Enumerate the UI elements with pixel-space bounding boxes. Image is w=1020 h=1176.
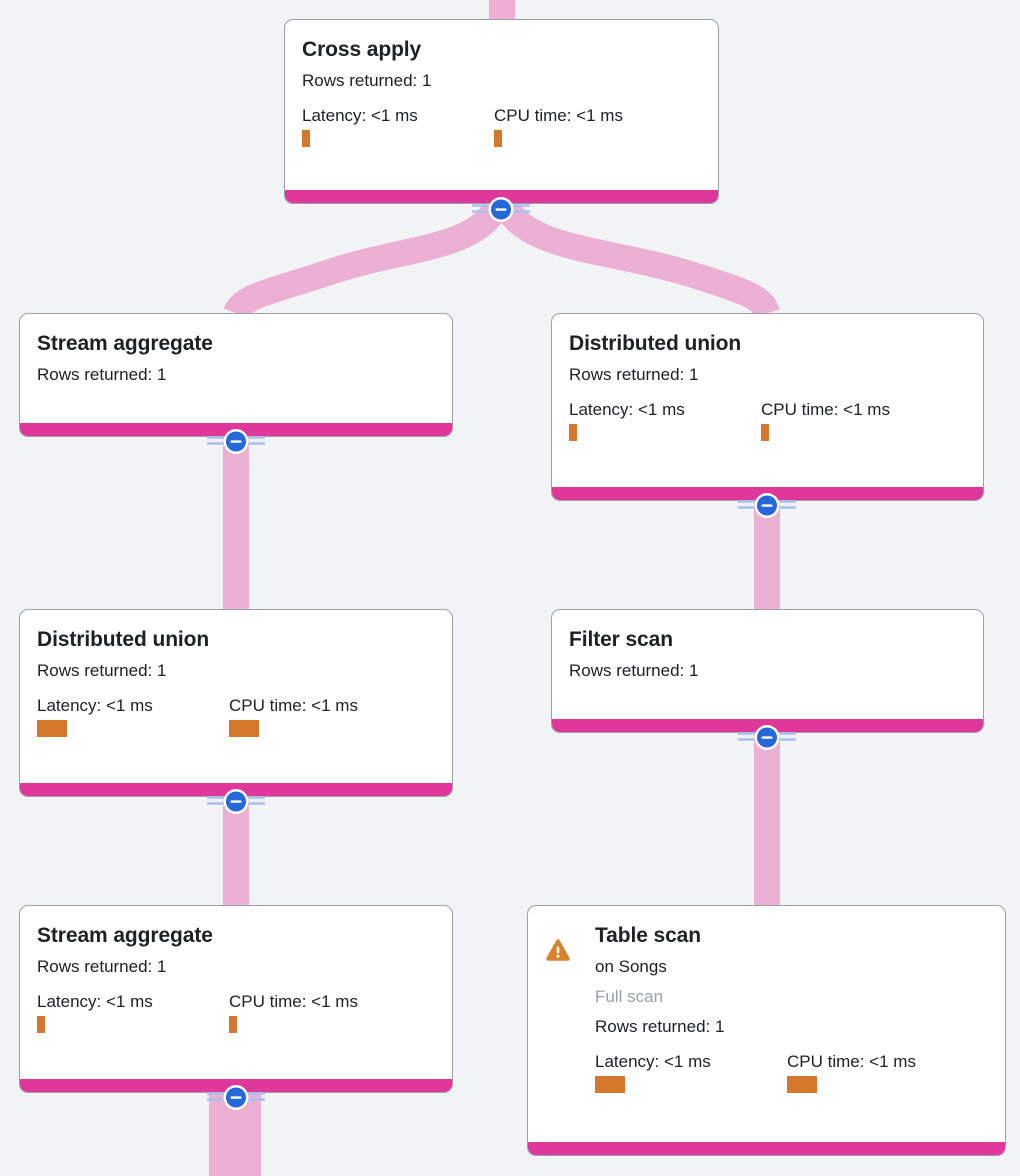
- plan-node-rows-returned: Rows returned: 1: [595, 1017, 725, 1036]
- plan-node-target: on Songs: [595, 957, 667, 976]
- plan-node-footer-bar: [528, 1142, 1005, 1155]
- plan-node-latency-metric-bar: [37, 720, 67, 737]
- plan-node-latency-metric: Latency: <1 ms: [37, 695, 229, 737]
- warning-triangle-icon: [546, 939, 570, 961]
- plan-node-rows-returned: Rows returned: 1: [37, 661, 167, 680]
- plan-node-title: Table scan: [595, 924, 701, 947]
- plan-node-title: Cross apply: [302, 38, 422, 61]
- edge-into-cross-apply: [489, 0, 515, 20]
- plan-node-latency-metric-bar: [595, 1076, 625, 1093]
- edge-stream-aggregate-top-to-distributed-union-left: [223, 437, 249, 610]
- plan-node-latency-metric-bar: [37, 1016, 45, 1033]
- plan-node-cpu-time-metric: CPU time: <1 ms: [787, 1051, 979, 1093]
- plan-node-footer-bar: [285, 190, 718, 203]
- plan-node-title: Stream aggregate: [37, 924, 213, 947]
- plan-node-latency-metric-label: Latency: <1 ms: [302, 106, 418, 125]
- plan-node-cpu-time-metric-label: CPU time: <1 ms: [787, 1052, 916, 1071]
- plan-node-latency-metric: Latency: <1 ms: [302, 105, 494, 147]
- plan-node-latency-metric-label: Latency: <1 ms: [595, 1052, 711, 1071]
- plan-node-title: Filter scan: [569, 628, 673, 651]
- plan-node-metrics: Latency: <1 ms CPU time: <1 ms: [569, 399, 966, 441]
- plan-node-latency-metric-label: Latency: <1 ms: [37, 696, 153, 715]
- collapse-distributed-union-right[interactable]: [736, 492, 798, 520]
- plan-node-cpu-time-metric: CPU time: <1 ms: [761, 399, 953, 441]
- plan-node-cpu-time-metric-bar: [761, 424, 769, 441]
- plan-node-title: Stream aggregate: [37, 332, 213, 355]
- plan-node-cpu-time-metric-bar: [229, 720, 259, 737]
- plan-node-scan-note: Full scan: [595, 987, 664, 1006]
- plan-node-metrics: Latency: <1 ms CPU time: <1 ms: [302, 105, 701, 147]
- collapse-distributed-union-left[interactable]: [205, 788, 267, 816]
- plan-node-cpu-time-metric-bar: [229, 1016, 237, 1033]
- plan-node-latency-metric-label: Latency: <1 ms: [37, 992, 153, 1011]
- plan-node-cpu-time-metric-bar: [494, 130, 502, 147]
- minus-circle-icon: [738, 725, 796, 750]
- plan-node-title: Distributed union: [569, 332, 742, 355]
- plan-node-title: Distributed union: [37, 628, 210, 651]
- edge-distributed-union-left-to-stream-aggregate-bottom: [223, 797, 249, 906]
- plan-node-latency-metric-bar: [302, 130, 310, 147]
- minus-circle-icon: [207, 429, 265, 454]
- plan-node-metrics: Latency: <1 ms CPU time: <1 ms: [595, 1051, 988, 1093]
- edge-cross-apply-to-distributed-union-right: [496, 202, 780, 318]
- minus-circle-icon: [207, 1085, 265, 1110]
- collapse-filter-scan[interactable]: [736, 724, 798, 752]
- plan-node-cpu-time-metric-label: CPU time: <1 ms: [761, 400, 890, 419]
- plan-node-latency-metric-bar: [569, 424, 577, 441]
- plan-node-latency-metric: Latency: <1 ms: [569, 399, 761, 441]
- edge-filter-scan-to-table-scan: [754, 733, 780, 906]
- plan-node-cpu-time-metric: CPU time: <1 ms: [229, 991, 421, 1033]
- plan-node-cpu-time-metric: CPU time: <1 ms: [494, 105, 686, 147]
- plan-node-cpu-time-metric-bar: [787, 1076, 817, 1093]
- plan-node-rows-returned: Rows returned: 1: [37, 365, 167, 384]
- minus-circle-icon: [207, 789, 265, 814]
- plan-node-metrics: Latency: <1 ms CPU time: <1 ms: [37, 991, 435, 1033]
- plan-node-warning-slot: [545, 922, 595, 962]
- plan-node-cpu-time-metric-label: CPU time: <1 ms: [229, 696, 358, 715]
- plan-node-cpu-time-metric: CPU time: <1 ms: [229, 695, 421, 737]
- plan-node-cpu-time-metric-label: CPU time: <1 ms: [494, 106, 623, 125]
- minus-circle-icon: [472, 197, 530, 222]
- plan-node-latency-metric: Latency: <1 ms: [595, 1051, 787, 1093]
- plan-node-rows-returned: Rows returned: 1: [302, 71, 432, 90]
- minus-circle-icon: [738, 493, 796, 518]
- plan-node-rows-returned: Rows returned: 1: [37, 957, 167, 976]
- plan-node-cpu-time-metric-label: CPU time: <1 ms: [229, 992, 358, 1011]
- plan-node-latency-metric: Latency: <1 ms: [37, 991, 229, 1033]
- collapse-cross-apply[interactable]: [470, 196, 532, 224]
- edge-cross-apply-to-stream-aggregate-top: [223, 202, 507, 319]
- collapse-stream-aggregate-bottom[interactable]: [205, 1084, 267, 1112]
- edge-distributed-union-right-to-filter-scan: [754, 501, 780, 610]
- plan-node-metrics: Latency: <1 ms CPU time: <1 ms: [37, 695, 435, 737]
- plan-node-rows-returned: Rows returned: 1: [569, 365, 699, 384]
- collapse-stream-aggregate-top[interactable]: [205, 428, 267, 456]
- plan-node-latency-metric-label: Latency: <1 ms: [569, 400, 685, 419]
- plan-node-rows-returned: Rows returned: 1: [569, 661, 699, 680]
